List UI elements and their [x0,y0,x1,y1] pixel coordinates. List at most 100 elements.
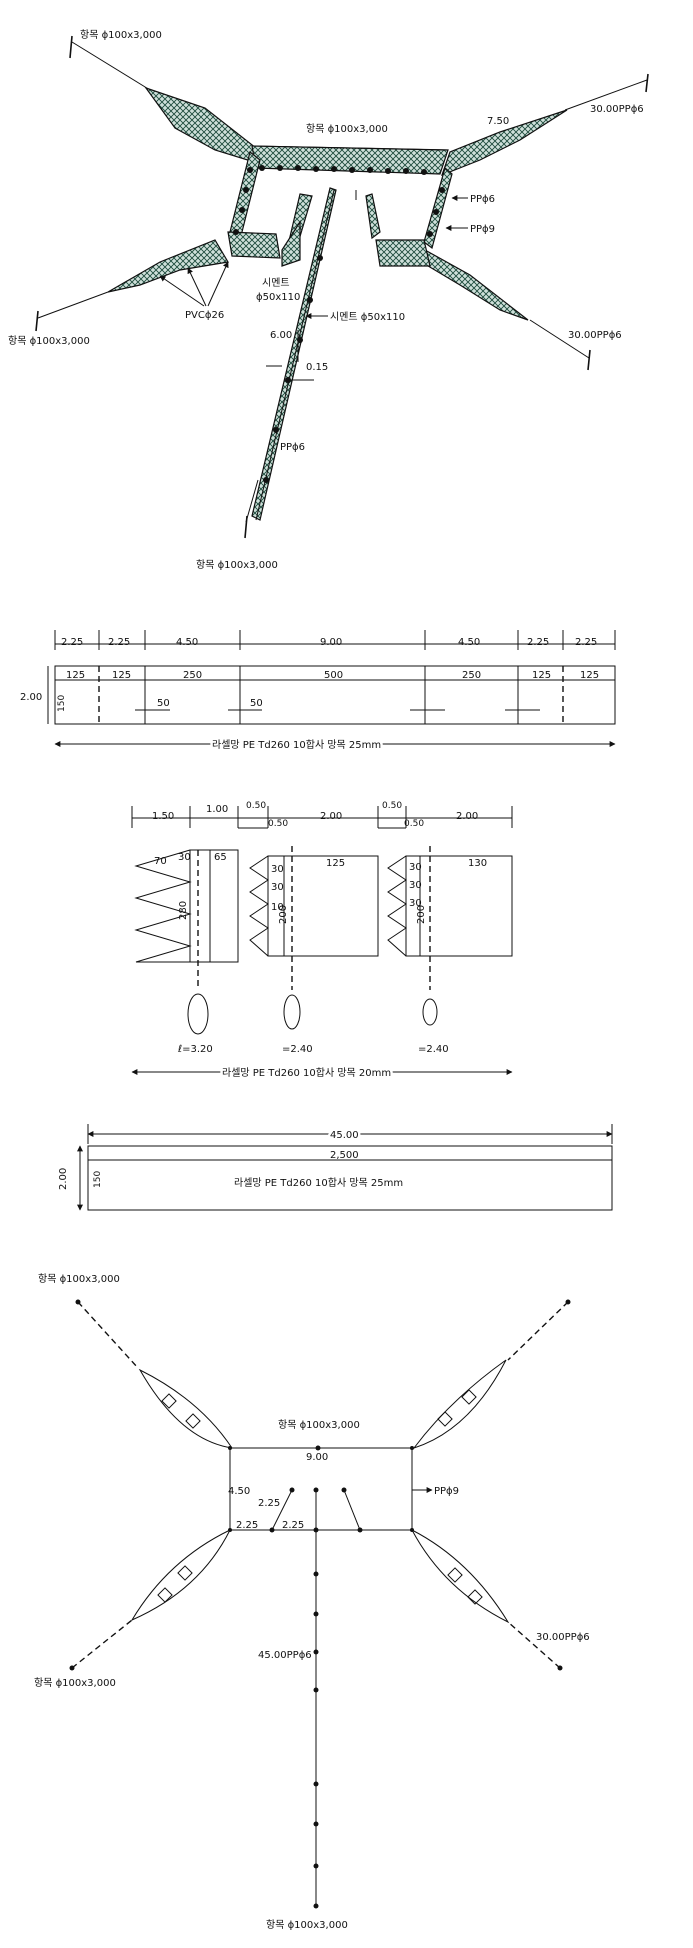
fig4-caption: 라셀망 PE Td260 10합사 망목 25mm [234,1177,403,1189]
fig5-inner-dots [269,1487,363,1533]
fig3-weight-2 [283,994,301,1030]
figure2-segment-plan: 2.25 2.25 4.50 9.00 4.50 2.25 2.25 125 1… [20,630,616,754]
fig4-length: 45.00 [330,1130,359,1141]
fig2-mesh-0: 125 [66,670,85,681]
fig5-corner-ne [410,1446,414,1450]
fig5-corner-sw [228,1528,232,1532]
fig2-seg-label-3: 9.00 [320,637,342,648]
fig3-p2-200: 200 [278,905,289,924]
fig5-dim-450: 4.50 [228,1486,250,1497]
fig5-inner-1 [271,1489,293,1531]
fig3-p3-30b: 30 [409,880,422,891]
fig5-corner-nw [228,1446,232,1450]
figure4-leader-strip: 45.00 2,500 라셀망 PE Td260 10합사 망목 25mm 2.… [58,1124,613,1211]
fig5-corner-se [410,1528,414,1532]
fig3-panel3-zigzag [387,855,407,957]
fig5-label-anchor-center: 항목 ϕ100x3,000 [278,1419,360,1431]
fig3-p1-30: 30 [178,852,191,863]
label-rope-se: 30.00PPϕ6 [568,330,622,341]
fig5-dim-900: 9.00 [306,1452,328,1463]
rope-nw [71,41,151,91]
wing-net-sw [107,239,229,293]
fig5-inner-3 [343,1489,361,1531]
figure1-perspective-net: 항목 ϕ100x3,000 항목 ϕ100x3,000 7.50 30.00PP… [8,29,649,571]
fig5-wing-nw [138,1368,234,1449]
fig5-anchor-line-nw [77,1301,139,1369]
label-cement2: 시멘트 ϕ50x110 [330,311,405,323]
fig5-dim-225a: 2.25 [258,1498,280,1509]
fig2-mesh-3: 500 [324,670,343,681]
label-leader-pp6: PPϕ6 [280,442,305,453]
fig5-leader-label: 45.00PPϕ6 [258,1650,312,1661]
lower-left-net [227,231,281,259]
fig5-wing-ne [412,1359,507,1449]
label-pp6: PPϕ6 [470,194,495,205]
rope-se [529,319,590,359]
fig2-mark-b-label: 50 [250,698,263,709]
fig3-p1-65: 65 [214,852,227,863]
fig3-weight-3 [422,998,438,1026]
wing-net-ne [441,109,568,177]
fig3-w6: 0.50 [382,801,402,811]
fig5-dim-225c: 2.25 [282,1520,304,1531]
fig5-label-anchor-nw: 항목 ϕ100x3,000 [38,1273,120,1285]
label-rope-ne: 30.00PPϕ6 [590,104,644,115]
leader-pvc-3 [159,275,205,307]
label-dim-015: 0.15 [306,362,328,373]
wing-net-se [417,249,529,321]
fig2-seg-label-1: 2.25 [108,637,130,648]
anchor-peg-nw [69,35,73,59]
fig3-p3-30: 30 [409,862,422,873]
label-pvc: PVCϕ26 [185,310,224,321]
fig5-anchor-line-sw [71,1619,133,1669]
fig3-p2-125: 125 [326,858,345,869]
fig3-p3-200: 200 [416,905,427,924]
fig5-pp9: PPϕ9 [434,1486,459,1497]
fig3-w5: 2.00 [320,811,342,822]
rope-bottom [245,479,259,523]
lower-right-net [375,239,431,267]
fig2-mesh-4: 250 [462,670,481,681]
fig5-label-anchor-sw: 항목 ϕ100x3,000 [34,1677,116,1689]
label-anchor-sw: 항목 ϕ100x3,000 [8,335,90,347]
label-anchor-center: 항목 ϕ100x3,000 [306,123,388,135]
fig2-seg-label-0: 2.25 [61,637,83,648]
right-side-net [423,166,453,250]
fig3-p3-130: 130 [468,858,487,869]
left-inner-flap [281,219,301,267]
fig3-w7: 0.50 [404,819,424,829]
label-anchor-nw: 항목 ϕ100x3,000 [80,29,162,41]
fig3-len1: ℓ=3.20 [178,1044,213,1055]
fig3-weight-1 [187,993,209,1035]
fig4-height: 2.00 [58,1168,69,1190]
fig3-panel2 [267,855,379,957]
label-dim-750: 7.50 [487,116,509,127]
rope-ne [564,79,648,111]
fig3-len3: =2.40 [418,1044,449,1055]
fig2-seg-label-5: 2.25 [527,637,549,648]
figure3-panel-detail: 1.50 1.00 0.50 0.50 2.00 0.50 0.50 2.00 … [131,801,513,1082]
fig2-mark-a-label: 50 [157,698,170,709]
label-cement1-b: ϕ50x110 [256,292,300,303]
fig3-w2: 1.00 [206,804,228,815]
label-anchor-bottom: 항목 ϕ100x3,000 [196,559,278,571]
fig4-height-mesh: 150 [93,1171,103,1188]
fig2-seg-label-4: 4.50 [458,637,480,648]
fig3-w3: 0.50 [246,801,266,811]
fig5-leader-dots [313,1571,319,1909]
fig3-panel1 [189,849,239,963]
label-pp9: PPϕ9 [470,224,495,235]
fig5-label-anchor-bottom: 항목 ϕ100x3,000 [266,1919,348,1931]
wing-net-nw [144,86,257,163]
label-dim-600: 6.00 [270,330,292,341]
fig5-wing-hatches [157,1389,483,1605]
fig3-p3-30c: 30 [409,898,422,909]
fig3-w4: 0.50 [268,819,288,829]
fig2-ticks [54,630,616,650]
fig3-p1-70: 70 [154,856,167,867]
fig3-p2-30b: 30 [271,882,284,893]
fig3-panel3 [405,855,513,957]
fig2-net-rect [54,665,616,725]
left-side-net [229,150,261,242]
